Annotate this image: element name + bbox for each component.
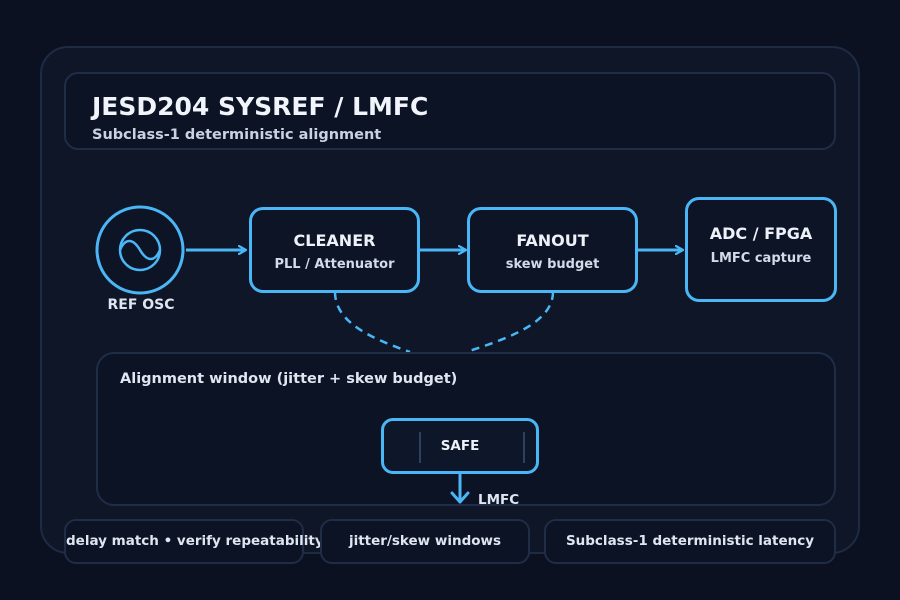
alignment-window-title: Alignment window (jitter + skew budget) (120, 371, 458, 387)
page-subtitle: Subclass-1 deterministic alignment (92, 127, 382, 143)
cleaner-node: CLEANER PLL / Attenuator (249, 207, 420, 293)
cleaner-subtitle: PLL / Attenuator (274, 257, 395, 272)
dashed-link-fanout (465, 291, 555, 354)
lmfc-output-label: LMFC (478, 492, 520, 508)
sine-wave-icon-path (118, 239, 162, 261)
fanout-subtitle: skew budget (505, 257, 600, 272)
footer-tag-subclass1: Subclass-1 deterministic latency (544, 519, 836, 564)
dashed-link-cleaner (333, 291, 411, 354)
safe-window-box (381, 418, 539, 474)
adc-fpga-title: ADC / FPGA (709, 224, 813, 243)
page-title: JESD204 SYSREF / LMFC (92, 92, 429, 121)
safe-label: SAFE (440, 438, 480, 454)
adc-fpga-node: ADC / FPGA LMFC capture (685, 197, 837, 302)
cleaner-title: CLEANER (293, 231, 376, 250)
footer-tag-jitter-skew: jitter/skew windows (320, 519, 530, 564)
fanout-title: FANOUT (516, 231, 589, 250)
ref-osc-label: REF OSC (107, 297, 175, 313)
footer-tag-delay-match: delay match • verify repeatability (64, 519, 324, 564)
alignment-window-panel (96, 352, 836, 506)
title-card (64, 72, 836, 150)
fanout-node: FANOUT skew budget (467, 207, 638, 293)
adc-fpga-subtitle: LMFC capture (710, 251, 812, 266)
